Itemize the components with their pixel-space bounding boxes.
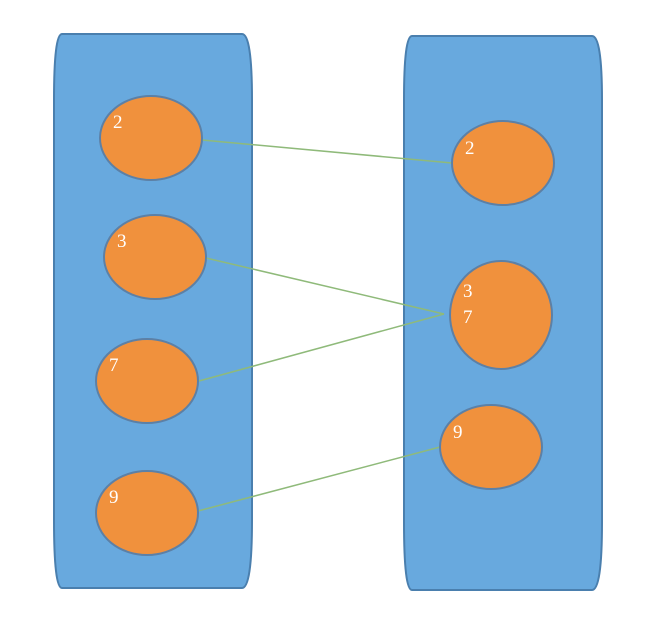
left-node-label: 3: [117, 231, 127, 252]
mapping-edge: [198, 313, 445, 382]
left-node: 2: [99, 95, 203, 181]
right-node: 3 7: [449, 260, 553, 370]
left-node: 3: [103, 214, 207, 300]
left-node-label: 7: [109, 355, 119, 376]
right-node-label: 2: [465, 138, 475, 159]
right-node-label: 9: [453, 422, 463, 443]
mapping-edge: [205, 257, 445, 315]
left-node: 9: [95, 470, 199, 556]
left-set-container: [53, 33, 253, 589]
mapping-edge: [201, 139, 453, 164]
right-node: 9: [439, 404, 543, 490]
right-node-label: 3: [463, 281, 473, 302]
left-node-label: 9: [109, 487, 119, 508]
mapping-edge: [197, 446, 441, 512]
left-node: 7: [95, 338, 199, 424]
mapping-edges: [197, 139, 453, 512]
right-node-label: 7: [463, 307, 473, 328]
left-node-label: 2: [113, 112, 123, 133]
right-node: 2: [451, 120, 555, 206]
